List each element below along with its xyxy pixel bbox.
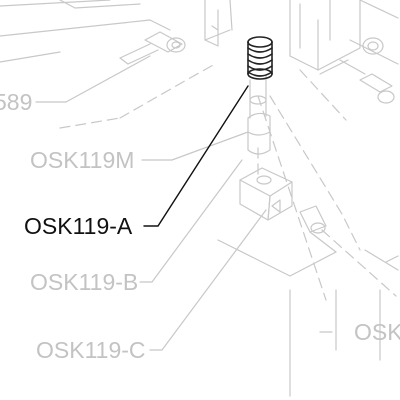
leader-line-highlight xyxy=(143,85,249,227)
callout-partial-right: OSK xyxy=(354,319,400,345)
top-bracket xyxy=(204,0,233,47)
callout-osk119m: OSK119M xyxy=(30,147,135,173)
pin-part xyxy=(247,75,271,155)
sleeve-part xyxy=(299,205,327,234)
base-lines xyxy=(217,231,381,397)
leader-lines-faint xyxy=(35,55,333,351)
callout-partial-left: 589 xyxy=(0,89,33,115)
construction-lines xyxy=(59,63,397,301)
top-right-assembly xyxy=(289,0,399,271)
top-left-assembly xyxy=(0,0,186,65)
callout-osk119c: OSK119-C xyxy=(36,337,146,363)
callout-osk119a: OSK119-A xyxy=(24,213,133,239)
spring-part xyxy=(247,36,273,80)
callout-osk119b: OSK119-B xyxy=(30,269,139,295)
block-part xyxy=(239,167,293,221)
